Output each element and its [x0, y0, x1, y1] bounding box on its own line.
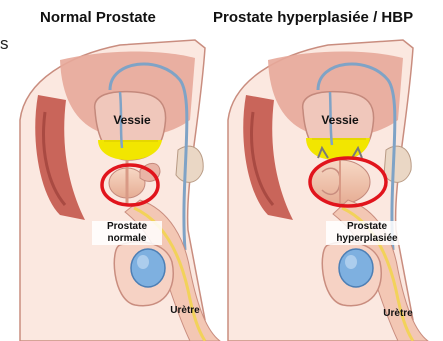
enlarged-prostate-illustration — [228, 40, 428, 341]
prostate-label-line2: normale — [92, 233, 162, 245]
prostate-normal-label: Prostate normale — [92, 221, 162, 245]
prostate-label-line2: hyperplasiée — [326, 233, 408, 245]
prostate-enlarged-label: Prostate hyperplasiée — [326, 221, 408, 245]
urethra-label: Urètre — [165, 305, 205, 317]
prostate-label-line1: Prostate — [92, 221, 162, 233]
prostate-label-line1: Prostate — [326, 221, 408, 233]
urethra-label: Urètre — [378, 308, 418, 320]
bladder-label: Vessie — [316, 114, 364, 126]
normal-prostate-illustration — [20, 40, 220, 341]
bladder-label: Vessie — [108, 114, 156, 126]
